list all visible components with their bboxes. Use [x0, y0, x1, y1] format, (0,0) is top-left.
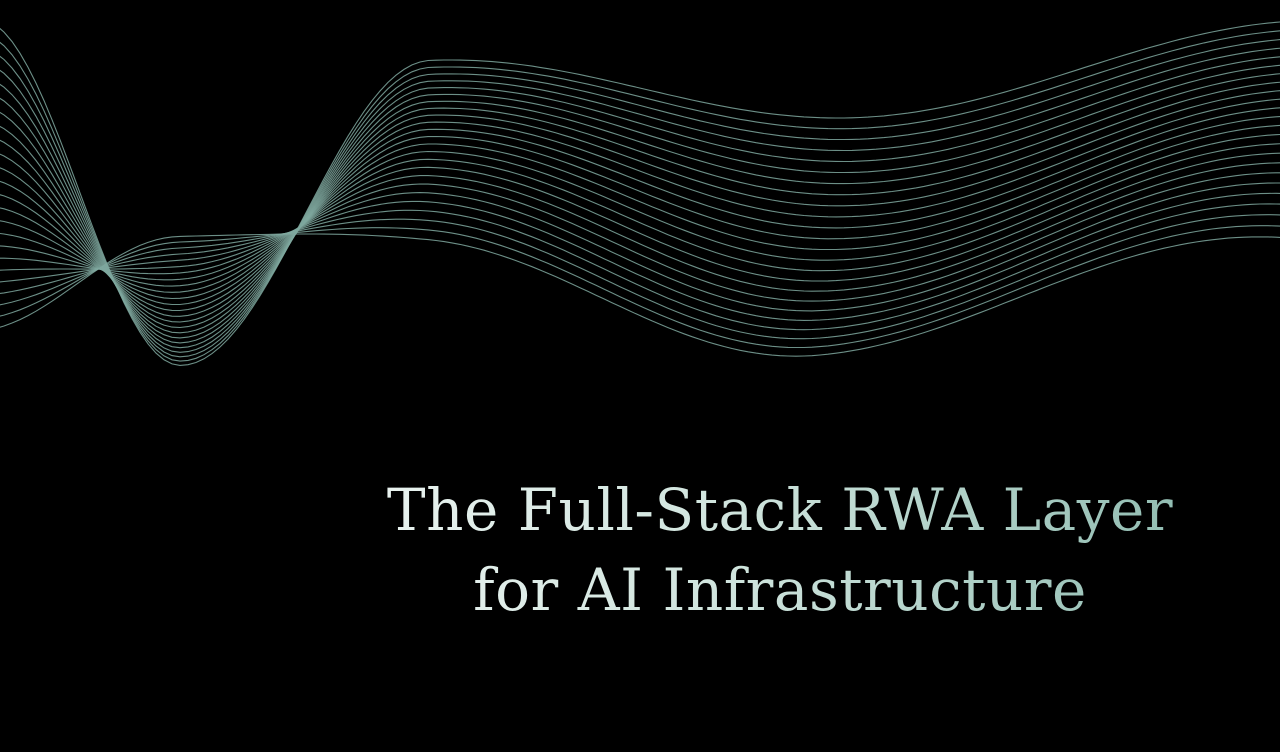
wave-line [0, 214, 1280, 340]
wave-line [0, 56, 1280, 349]
wave-line [0, 182, 1280, 312]
wave-line [0, 64, 1280, 344]
wave-line [0, 203, 1280, 331]
wave-line [0, 107, 1280, 317]
wave-line [0, 225, 1280, 349]
headline-line-2: for AI Infrastructure [473, 556, 1087, 624]
wave-line [0, 47, 1280, 353]
wave-line [0, 39, 1280, 358]
wave-line [0, 90, 1280, 329]
headline-line-1: The Full-Stack RWA Layer [386, 476, 1174, 544]
wave-line [0, 124, 1280, 306]
wave-line [0, 162, 1280, 292]
wave-line [0, 152, 1280, 287]
hero-headline: The Full-Stack RWA Layer for AI Infrastr… [360, 470, 1200, 630]
wave-line [0, 143, 1280, 293]
wave-line [0, 233, 1280, 357]
wave-line [0, 133, 1280, 300]
wave-line [0, 192, 1280, 321]
wave-line [0, 81, 1280, 334]
wave-line [0, 73, 1280, 339]
wave-line [0, 115, 1280, 312]
wave-line [0, 172, 1280, 302]
wave-line [0, 30, 1280, 362]
wave-line [0, 21, 1280, 366]
wave-line [0, 98, 1280, 323]
